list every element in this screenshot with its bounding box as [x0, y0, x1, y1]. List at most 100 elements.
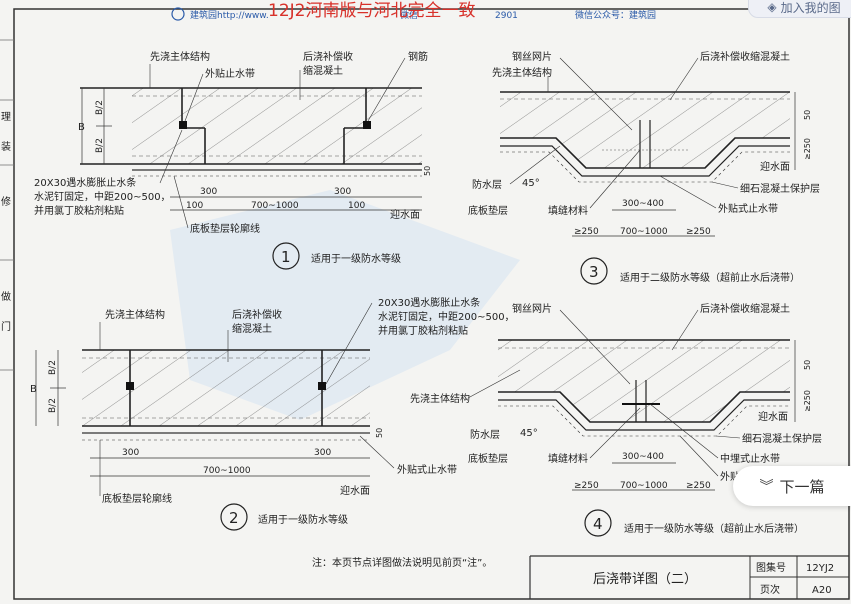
- svg-text:≥250: ≥250: [686, 481, 711, 491]
- svg-text:底板垫层轮廓线: 底板垫层轮廓线: [102, 492, 172, 505]
- svg-text:300: 300: [334, 187, 351, 197]
- svg-text:后浇补偿收: 后浇补偿收: [232, 308, 282, 321]
- svg-text:45°: 45°: [520, 428, 538, 439]
- detail-caption: 适用于一级防水等级: [258, 513, 348, 526]
- svg-text:钢丝网片: 钢丝网片: [512, 302, 552, 315]
- sheet-border: [13, 8, 850, 600]
- svg-text:迎水面: 迎水面: [390, 209, 420, 221]
- detail-number: 4: [593, 515, 603, 533]
- svg-text:300~400: 300~400: [622, 199, 664, 209]
- banner-title: 12J2河南版与河北完全一致: [268, 1, 475, 21]
- svg-text:B: B: [30, 384, 37, 395]
- svg-text:700~1000: 700~1000: [620, 481, 668, 491]
- svg-text:并用氯丁胶粘剂粘贴: 并用氯丁胶粘剂粘贴: [34, 204, 124, 217]
- svg-text:A20: A20: [812, 585, 832, 596]
- svg-text:外贴式止水带: 外贴式止水带: [397, 463, 457, 476]
- svg-text:700~1000: 700~1000: [251, 201, 299, 211]
- detail-1: B B/2 B/2 300 300 100 700~1000 100 50 先浇…: [34, 50, 432, 270]
- svg-text:20X30遇水膨胀止水条: 20X30遇水膨胀止水条: [34, 176, 136, 189]
- detail-caption: 适用于二级防水等级（超前止水后浇带）: [620, 271, 800, 284]
- svg-text:B: B: [78, 122, 85, 133]
- svg-text:填缝材料: 填缝材料: [548, 204, 588, 217]
- svg-text:后浇补偿收缩混凝土: 后浇补偿收缩混凝土: [700, 302, 790, 315]
- svg-text:B/2: B/2: [48, 398, 58, 413]
- svg-text:钢丝网片: 钢丝网片: [512, 50, 552, 63]
- svg-text:图集号: 图集号: [756, 561, 786, 574]
- svg-text:先浇主体结构: 先浇主体结构: [492, 66, 552, 79]
- svg-text:50: 50: [803, 360, 812, 370]
- svg-text:20X30遇水膨胀止水条: 20X30遇水膨胀止水条: [378, 296, 480, 309]
- watermark-logo-icon: [171, 7, 185, 21]
- svg-text:50: 50: [423, 166, 432, 176]
- svg-text:50: 50: [375, 428, 384, 438]
- svg-text:防水层: 防水层: [472, 178, 502, 191]
- next-button-label: 下一篇: [779, 477, 825, 496]
- svg-text:缩混凝土: 缩混凝土: [303, 64, 343, 77]
- detail-number: 1: [281, 248, 291, 266]
- svg-text:45°: 45°: [522, 178, 540, 189]
- svg-text:底板垫层轮廓线: 底板垫层轮廓线: [190, 222, 260, 235]
- svg-text:细石混凝土保护层: 细石混凝土保护层: [742, 432, 822, 445]
- svg-text:后浇补偿收: 后浇补偿收: [303, 50, 353, 63]
- layers-icon: ◈: [767, 0, 777, 14]
- svg-text:外贴止水带: 外贴止水带: [205, 67, 255, 80]
- svg-text:50: 50: [803, 110, 812, 120]
- svg-text:先浇主体结构: 先浇主体结构: [150, 50, 210, 63]
- side-label: 门: [1, 320, 11, 333]
- add-button-label: 加入我的图: [780, 0, 841, 15]
- svg-text:≥250: ≥250: [803, 390, 812, 412]
- detail-2: B B/2 B/2 300 300 700~1000 50 先浇主体结构 后浇补…: [30, 296, 515, 531]
- detail-caption: 适用于一级防水等级（超前止水后浇带）: [624, 522, 804, 535]
- title-block: 后浇带详图（二） 图集号 12YJ2 页次 A20: [529, 555, 849, 599]
- add-to-my-drawings-button[interactable]: ◈ 加入我的图: [748, 0, 851, 18]
- svg-text:底板垫层: 底板垫层: [468, 452, 508, 465]
- svg-text:底板垫层: 底板垫层: [468, 204, 508, 217]
- svg-text:先浇主体结构: 先浇主体结构: [410, 392, 470, 405]
- side-label: 装: [1, 140, 11, 153]
- svg-text:≥250: ≥250: [574, 481, 599, 491]
- svg-text:缩混凝土: 缩混凝土: [232, 322, 272, 335]
- svg-text:水泥钉固定，中距200~500，: 水泥钉固定，中距200~500，: [378, 310, 515, 323]
- svg-text:水泥钉固定，中距200~500，: 水泥钉固定，中距200~500，: [34, 190, 171, 203]
- svg-text:100: 100: [348, 201, 365, 211]
- svg-text:700~1000: 700~1000: [203, 466, 251, 476]
- svg-text:细石混凝土保护层: 细石混凝土保护层: [740, 182, 820, 195]
- watermark-text: 微信: [400, 9, 418, 21]
- svg-text:300: 300: [200, 187, 217, 197]
- svg-text:≥250: ≥250: [574, 227, 599, 237]
- svg-text:B/2: B/2: [95, 138, 105, 153]
- detail-3: 300~400 ≥250 700~1000 ≥250 50 ≥250 钢丝网片 …: [468, 50, 820, 285]
- side-label: 理: [1, 111, 11, 123]
- svg-text:B/2: B/2: [95, 100, 105, 115]
- svg-text:迎水面: 迎水面: [758, 411, 788, 423]
- svg-text:迎水面: 迎水面: [760, 161, 790, 173]
- next-article-button[interactable]: ︾ 下一篇: [733, 466, 851, 506]
- detail-number: 2: [229, 509, 239, 527]
- svg-text:先浇主体结构: 先浇主体结构: [105, 308, 165, 321]
- watermark-text: 建筑园http://www.: [190, 9, 269, 21]
- chevron-down-icon: ︾: [759, 479, 774, 495]
- svg-text:页次: 页次: [760, 583, 780, 596]
- sheet-title: 后浇带详图（二）: [593, 572, 697, 587]
- detail-number: 3: [589, 263, 599, 281]
- watermark-text: 微信公众号：建筑园: [575, 9, 656, 21]
- side-label: 修: [1, 195, 11, 208]
- detail-4: 300~400 ≥250 700~1000 ≥250 50 ≥250 钢丝网片 …: [410, 302, 822, 537]
- svg-text:填缝材料: 填缝材料: [548, 452, 588, 465]
- svg-text:300: 300: [314, 448, 331, 458]
- svg-text:B/2: B/2: [48, 360, 58, 375]
- svg-text:钢筋: 钢筋: [408, 50, 428, 63]
- detail-caption: 适用于一级防水等级: [311, 252, 401, 265]
- svg-text:300: 300: [122, 448, 139, 458]
- svg-text:700~1000: 700~1000: [620, 227, 668, 237]
- svg-text:后浇补偿收缩混凝土: 后浇补偿收缩混凝土: [700, 50, 790, 63]
- svg-text:外贴式止水带: 外贴式止水带: [718, 202, 778, 215]
- watermark-text: 2901: [495, 11, 518, 21]
- side-label: 做: [1, 290, 11, 303]
- svg-text:防水层: 防水层: [470, 428, 500, 441]
- svg-text:100: 100: [186, 201, 203, 211]
- svg-text:并用氯丁胶粘剂粘贴: 并用氯丁胶粘剂粘贴: [378, 324, 468, 337]
- svg-text:≥250: ≥250: [686, 227, 711, 237]
